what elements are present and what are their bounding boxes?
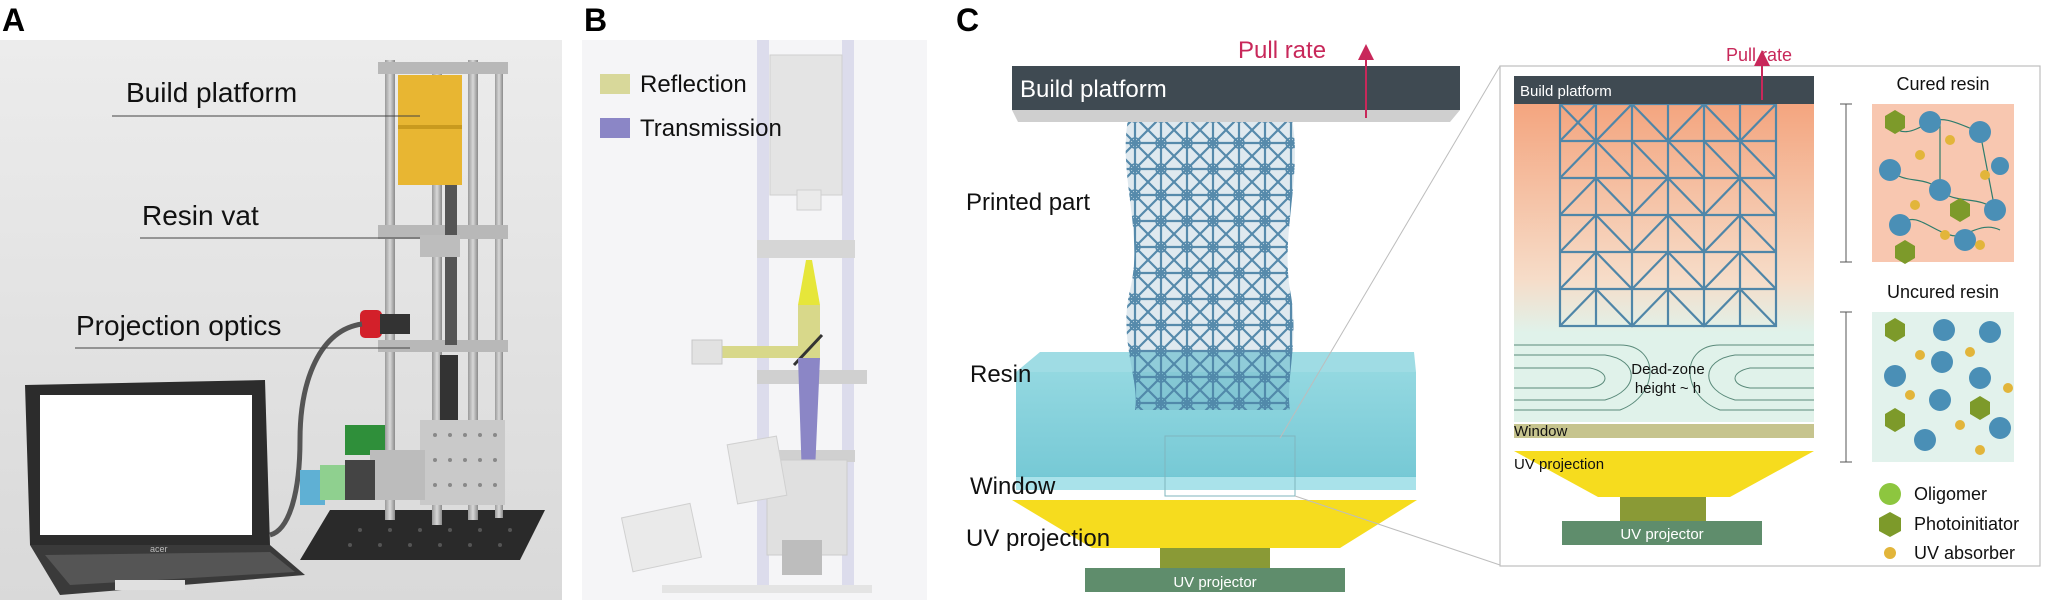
build-platform-left [1012, 66, 1460, 110]
build-platform-left-label: Build platform [1020, 76, 1167, 103]
cured-resin-label: Cured resin [1896, 74, 1989, 94]
uv-projector-left-label: UV projector [1173, 574, 1256, 591]
oligomer-swatch [1879, 483, 1901, 505]
uv-projection-label-left: UV projection [966, 525, 1110, 552]
photoinitiator-swatch [1879, 512, 1901, 537]
printed-part-label: Printed part [966, 189, 1090, 216]
label-build-platform-a: Build platform [126, 77, 297, 108]
pull-rate-inset-label: Pull rate [1726, 45, 1792, 65]
inset-window [1514, 424, 1814, 438]
inset-uv-projection-label: UV projection [1514, 456, 1604, 473]
legend-transmission-label: Transmission [640, 115, 782, 142]
label-projection-optics: Projection optics [76, 310, 281, 341]
uv-projector-inset [1562, 521, 1762, 545]
photoinitiator-label: Photoinitiator [1914, 514, 2019, 534]
uv-absorber-swatch [1884, 547, 1896, 559]
legend-transmission-swatch [600, 118, 630, 138]
legend-reflection-label: Reflection [640, 71, 747, 98]
uv-projector-left [1085, 568, 1345, 592]
inset-window-label: Window [1514, 423, 1568, 440]
oligomer-label: Oligomer [1914, 484, 1987, 504]
dead-zone-label-2: height ~ h [1635, 380, 1701, 397]
panel-b-letter: B [584, 2, 608, 38]
inset-build-platform [1514, 76, 1814, 104]
panel-a-letter: A [2, 2, 26, 38]
dead-zone-label-1: Dead-zone [1631, 361, 1704, 378]
legend-reflection-swatch [600, 74, 630, 94]
panel-b-cross-section: Reflection Transmission [582, 40, 927, 600]
window-label-left: Window [970, 473, 1056, 500]
uncured-resin-label: Uncured resin [1887, 282, 1999, 302]
laptop-brand: acer [150, 544, 168, 554]
panel-c-letter: C [956, 2, 980, 38]
inset-build-platform-label: Build platform [1520, 83, 1612, 100]
panel-c-schematic: UV projector Build platform Pull rate Pr… [966, 37, 2041, 592]
uv-absorber-label: UV absorber [1914, 543, 2015, 563]
panel-a-photo: acer Build platform Resin vat Projection… [0, 40, 562, 600]
label-resin-vat: Resin vat [142, 200, 259, 231]
pull-rate-left-label: Pull rate [1238, 37, 1326, 64]
uv-projector-inset-label: UV projector [1620, 526, 1703, 543]
resin-label: Resin [970, 361, 1031, 388]
